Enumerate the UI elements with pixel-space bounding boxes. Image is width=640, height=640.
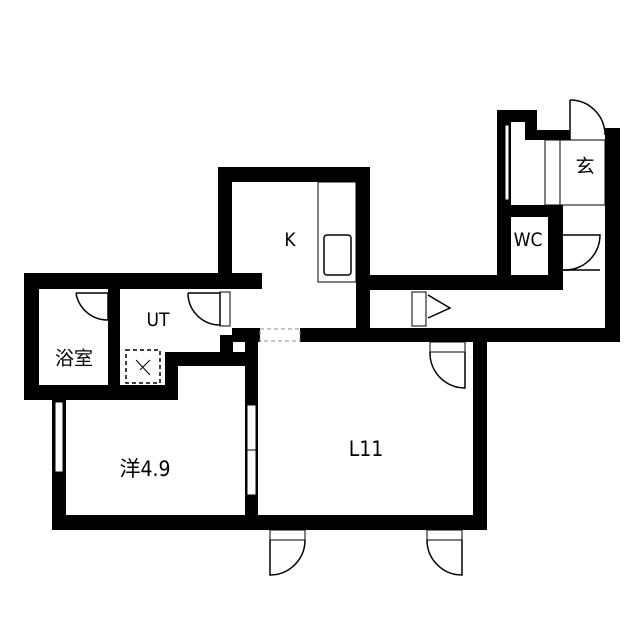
opening-dashed	[259, 328, 301, 342]
room-label-toilet: WC	[513, 229, 543, 251]
room-label-kitchen: K	[284, 229, 296, 251]
room-label-entrance: 玄	[575, 155, 595, 178]
door-swings	[75, 99, 606, 576]
windows	[54, 124, 510, 496]
room-label-western-room: 洋4.9	[119, 457, 171, 481]
room-label-utility: UT	[146, 309, 170, 331]
room-label-living: L11	[348, 437, 384, 461]
room-label-bath: 浴室	[54, 347, 94, 370]
walls	[24, 110, 620, 530]
